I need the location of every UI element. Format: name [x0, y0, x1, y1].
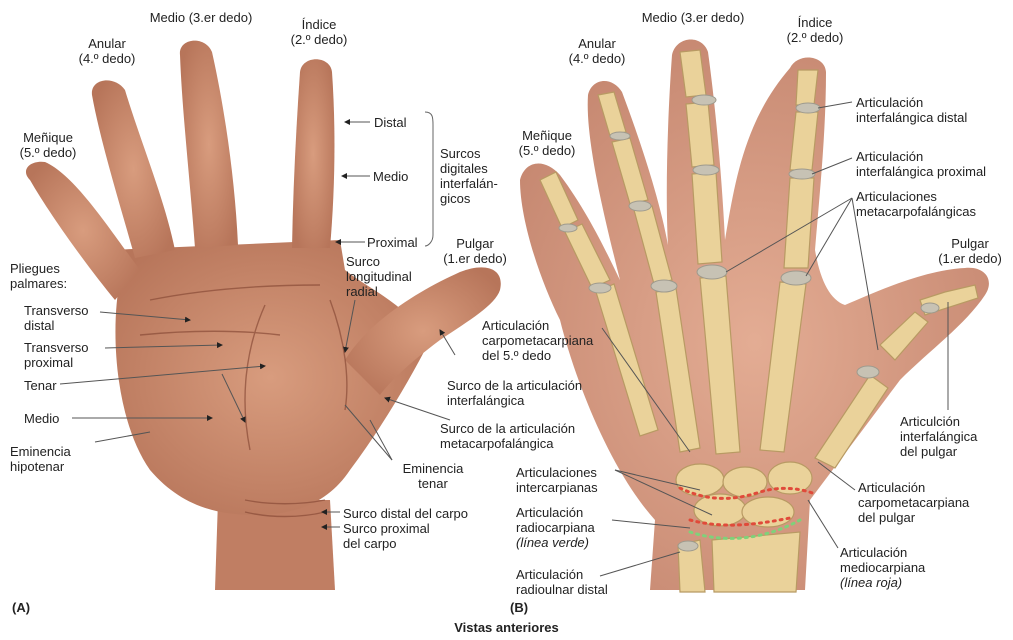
- label-thumb-b: Pulgar (1.er dedo): [930, 236, 1010, 266]
- label-proximal-crease: Proximal: [367, 235, 418, 250]
- label-intercarpal-joints: Articulaciones intercarpianas: [516, 465, 598, 495]
- panel-a-tag: (A): [12, 600, 30, 615]
- label-pip-joint: Articulación interfalángica proximal: [856, 149, 986, 179]
- label-radial-longitudinal-crease: Surco longitudinal radial: [346, 254, 412, 299]
- label-middle-finger-b: Medio (3.er dedo): [628, 10, 758, 25]
- label-mcp-joint-groove: Surco de la articulación metacarpofaláng…: [440, 421, 575, 451]
- label-thumb-cmc-joint: Articulación carpometacarpiana del pulga…: [858, 480, 969, 525]
- label-thenar-crease: Tenar: [24, 378, 57, 393]
- label-palmar-creases-heading: Pliegues palmares:: [10, 261, 67, 291]
- label-midcarpal-joint: Articulación mediocarpiana (línea roja): [840, 545, 925, 590]
- panel-b-tag: (B): [510, 600, 528, 615]
- label-druj: Articulación radioulnar distal: [516, 567, 608, 597]
- label-cmc5-joint: Articulación carpometacarpiana del 5.º d…: [482, 318, 593, 363]
- label-ip-joint-groove: Surco de la articulación interfalángica: [447, 378, 582, 408]
- label-thenar-eminence: Eminencia tenar: [388, 461, 478, 491]
- label-dip-joint: Articulación interfalángica distal: [856, 95, 967, 125]
- label-index-finger-b: Índice (2.º dedo): [780, 15, 850, 45]
- label-thumb-ip-joint: Articulción interfalángica del pulgar: [900, 414, 977, 459]
- label-distal-carpal-crease: Surco distal del carpo: [343, 506, 468, 521]
- label-ring-finger-b: Anular (4.º dedo): [562, 36, 632, 66]
- label-ring-finger-a: Anular (4.º dedo): [72, 36, 142, 66]
- label-middle-crease: Medio: [373, 169, 408, 184]
- figure-caption: Vistas anteriores: [0, 620, 1013, 635]
- label-thumb-a: Pulgar (1.er dedo): [435, 236, 515, 266]
- label-index-finger-a: Índice (2.º dedo): [284, 17, 354, 47]
- label-little-finger-a: Meñique (5.º dedo): [8, 130, 88, 160]
- label-digital-creases-group: Surcos digitales interfalán- gicos: [440, 146, 498, 206]
- label-distal-crease: Distal: [374, 115, 407, 130]
- label-proximal-carpal-crease: Surco proximal del carpo: [343, 521, 430, 551]
- label-middle-palmar-crease: Medio: [24, 411, 59, 426]
- label-mcp-joints: Articulaciones metacarpofalángicas: [856, 189, 976, 219]
- label-radiocarpal-joint: Articulación radiocarpiana (línea verde): [516, 505, 595, 550]
- label-hypothenar-eminence: Eminencia hipotenar: [10, 444, 71, 474]
- label-little-finger-b: Meñique (5.º dedo): [507, 128, 587, 158]
- label-transverse-proximal: Transverso proximal: [24, 340, 89, 370]
- label-transverse-distal: Transverso distal: [24, 303, 89, 333]
- label-middle-finger-a: Medio (3.er dedo): [136, 10, 266, 25]
